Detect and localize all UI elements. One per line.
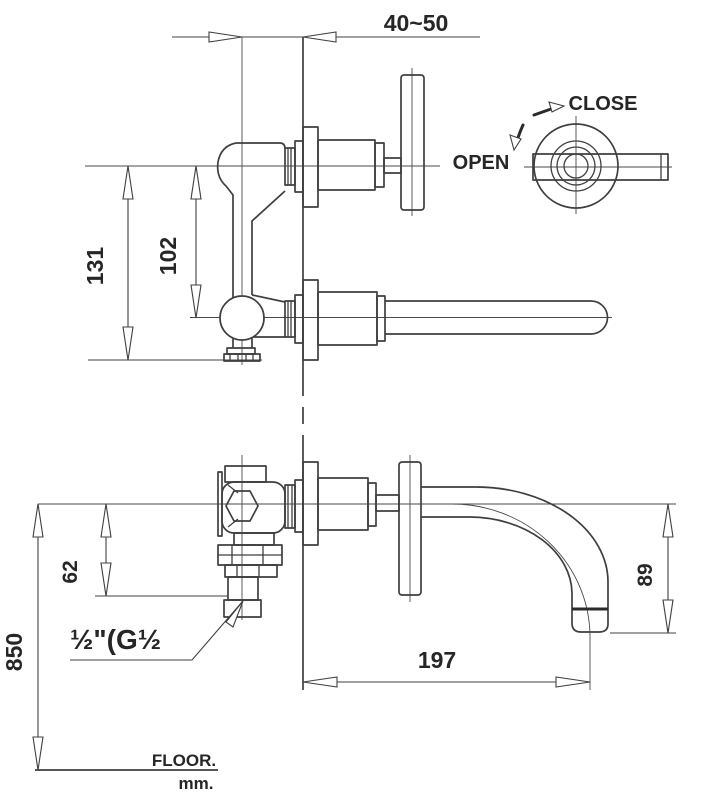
cross-handle-side [398,461,422,596]
dim-spout-drop: 89 [610,503,676,634]
upper-view: 40~50 131 102 [82,10,612,365]
close-label: CLOSE [569,93,638,115]
spout-curved [421,486,609,633]
hex-fitting [225,490,259,522]
arrowhead-icon [190,284,202,319]
dim-label-inlet-drop: 62 [59,560,82,583]
close-arrow-icon [532,101,566,117]
floor-line: FLOOR. mm. [35,751,218,793]
open-label: OPEN [453,152,510,174]
arrowhead-icon [122,326,134,361]
dim-label-spout-reach: 197 [418,647,456,673]
arrowhead-icon [100,562,112,597]
dim-mounting-height: 850 [1,503,44,771]
dim-label-spout-drop: 89 [634,563,657,586]
open-arrow-icon [509,123,525,152]
lower-view: 62 850 89 197 ½"(G½ [1,455,676,793]
arrowhead-icon [100,503,112,538]
riser-joint-circle [219,295,265,341]
spout-mount-upper [284,279,609,361]
dim-wall-depth: 40~50 [172,10,480,43]
dim-inlet-drop: 62 [59,503,228,597]
dim-body-height: 131 [82,165,262,361]
centerlines [85,37,612,365]
dim-port-spacing: 102 [155,165,202,319]
arrowhead-icon [208,31,243,43]
dim-label-mounting-height: 850 [1,633,27,671]
dim-spout-reach: 197 [302,647,591,688]
unit-label: mm. [179,774,214,793]
cross-handle-side [400,74,425,211]
floor-label: FLOOR. [152,751,216,770]
arrowhead-icon [662,503,674,538]
arrowhead-icon [122,165,134,200]
dim-label-body-height: 131 [82,247,108,286]
faucet-body [216,142,286,362]
thread-size-label: ½"(G½ [70,600,244,661]
stop-valve-body [217,465,304,618]
arrowhead-icon [302,31,337,43]
arrowhead-icon [190,165,202,200]
inlet-pipe [227,576,259,601]
handle-open-close-detail: CLOSE OPEN [453,93,672,214]
dim-label-wall-depth: 40~50 [384,10,449,36]
arrowhead-icon [32,503,44,538]
valve-cartridge-lower [302,461,422,596]
spout-tube-straight [385,300,609,335]
dim-label-port-spacing: 102 [155,237,181,275]
thread-size-text: ½"(G½ [70,624,161,655]
valve-cartridge-upper [284,74,425,211]
arrowhead-icon [302,676,338,688]
arrowhead-icon [555,676,591,688]
arrowhead-icon [662,599,674,634]
handle-lever [532,153,669,181]
handle-front-view [533,123,619,209]
arrowhead-icon [32,736,44,771]
leader-arrowhead-icon [225,600,244,628]
